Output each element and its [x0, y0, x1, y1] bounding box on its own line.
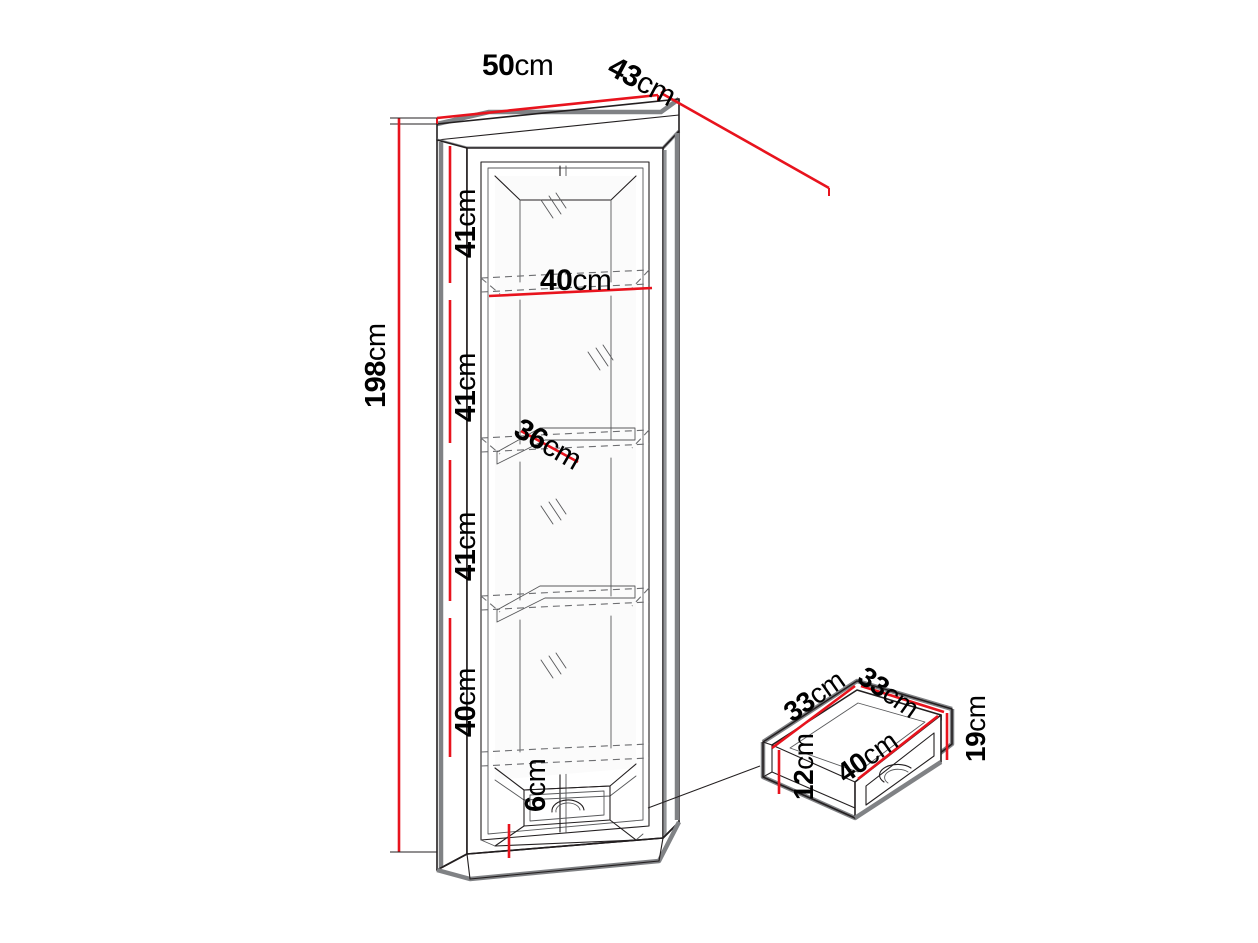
- label-drawer-front-height-19cm: 19cm: [960, 695, 991, 762]
- label-total-height-198cm: 198cm: [360, 323, 392, 408]
- label-compartment-4-40cm: 40cm: [450, 668, 482, 737]
- label-compartment-1-41cm: 41cm: [450, 189, 482, 258]
- label-shelf-width-40cm: 40cm: [540, 264, 612, 297]
- label-drawer-inner-height-12cm: 12cm: [788, 733, 819, 800]
- label-plinth-6cm: 6cm: [520, 758, 552, 812]
- label-width-50cm: 50cm: [482, 49, 554, 82]
- label-compartment-2-41cm: 41cm: [450, 353, 482, 422]
- label-compartment-3-41cm: 41cm: [450, 512, 482, 581]
